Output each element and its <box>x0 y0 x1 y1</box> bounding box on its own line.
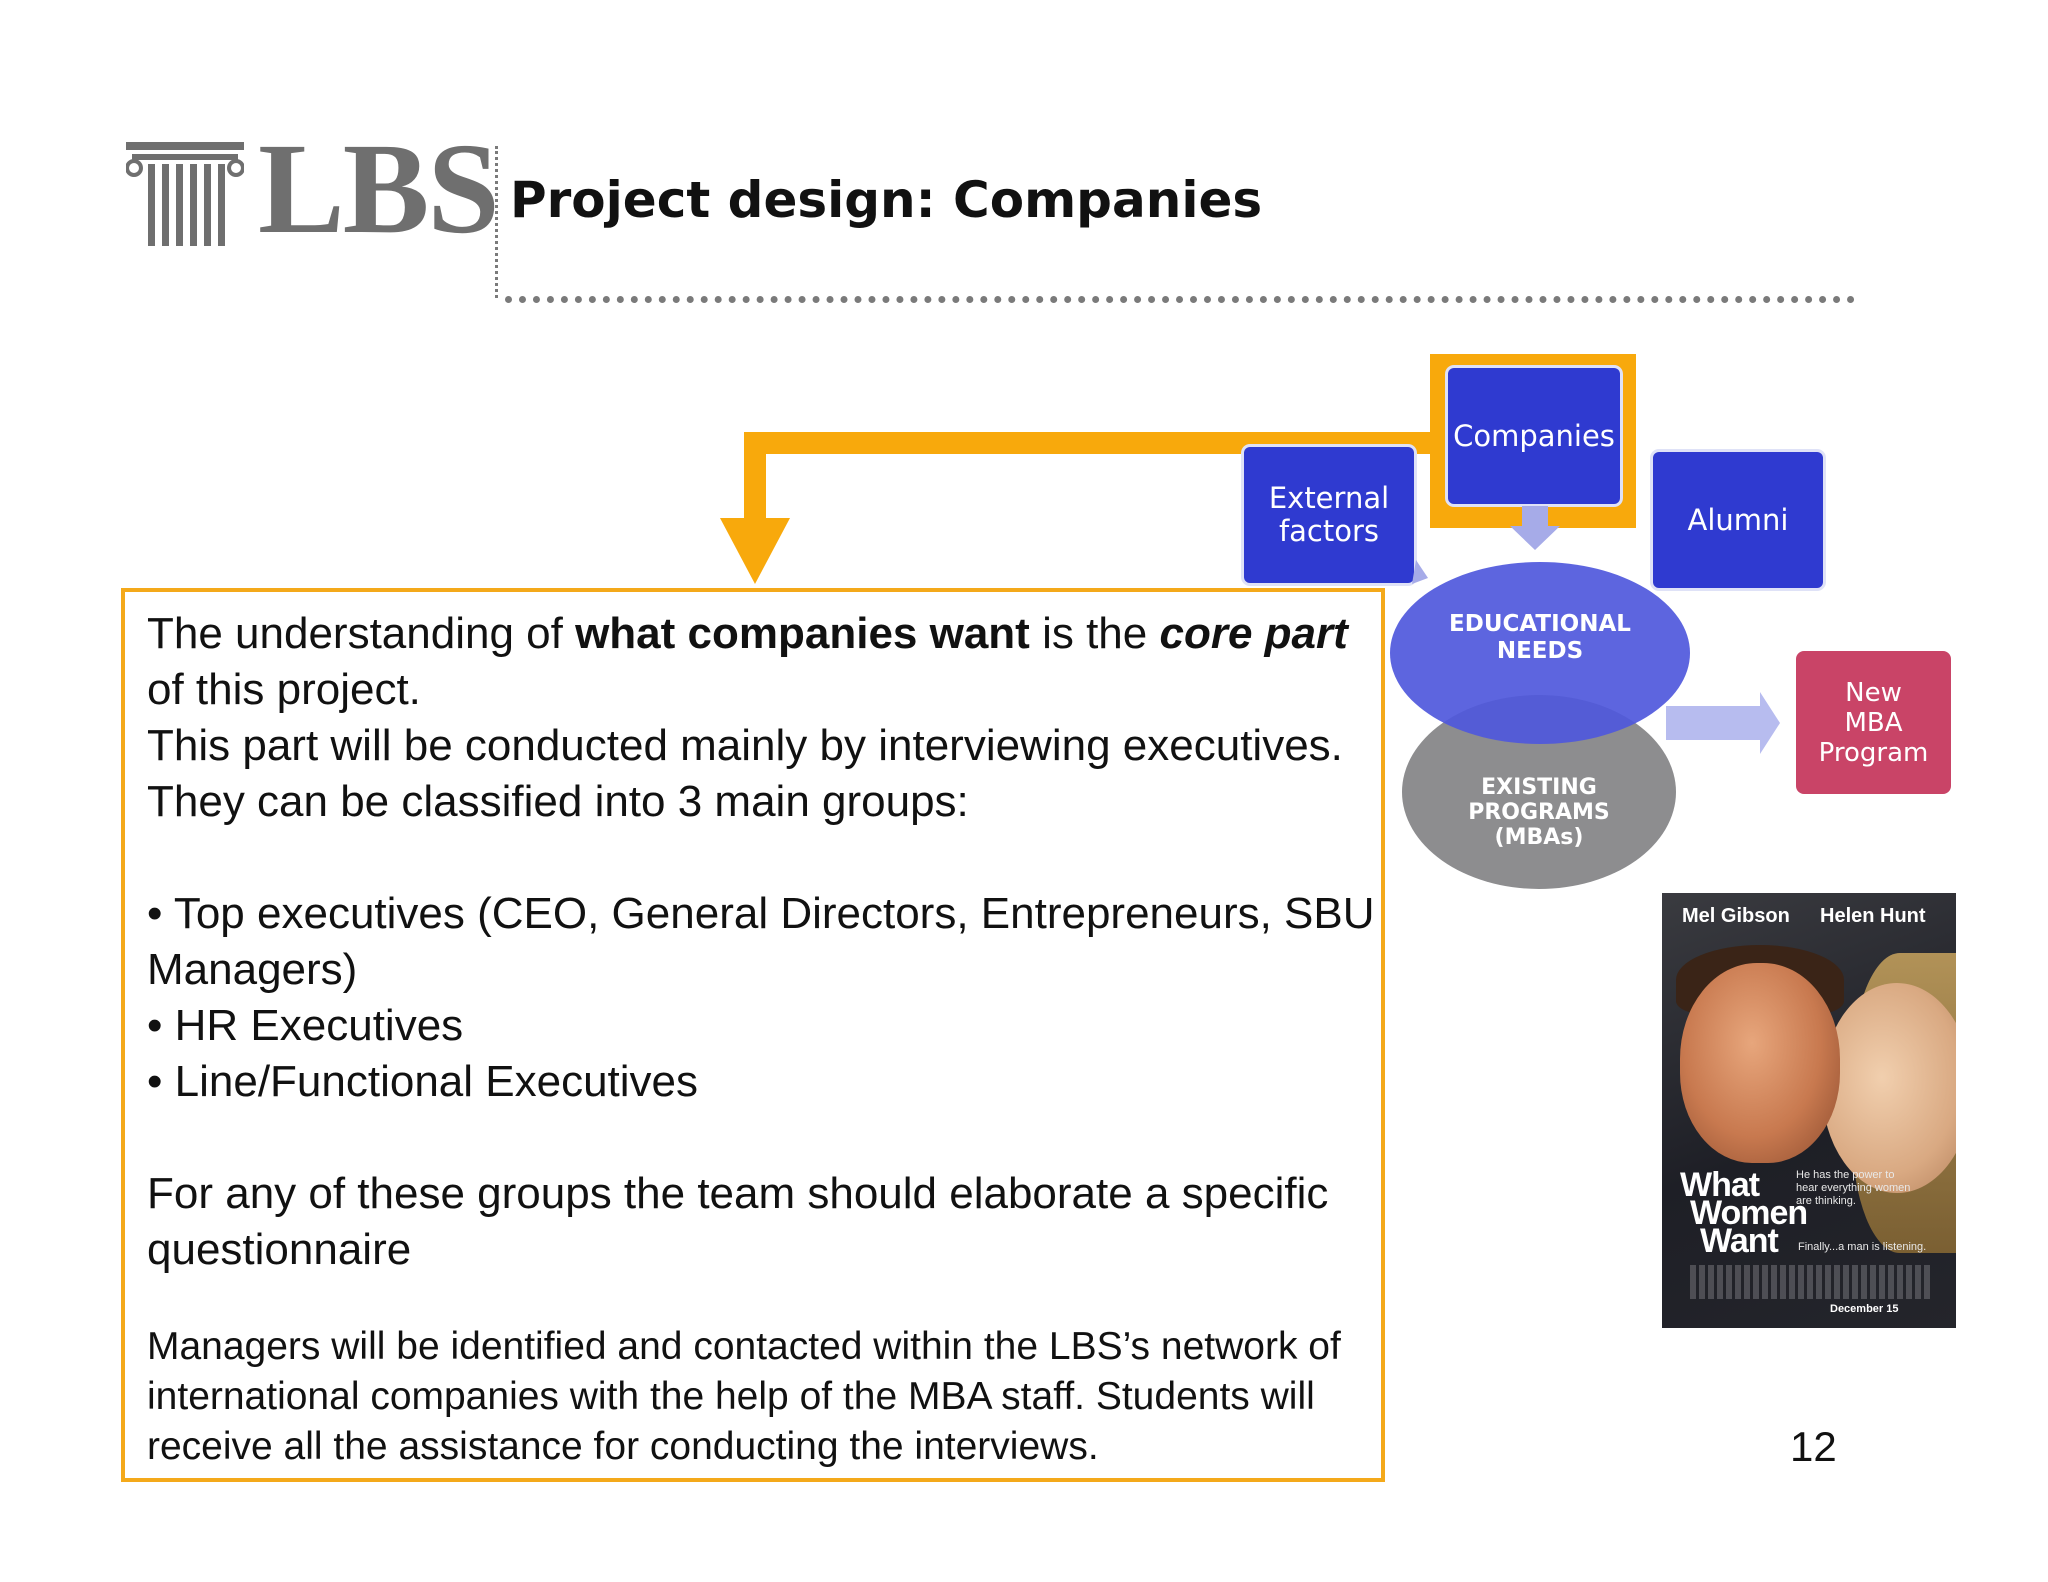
alumni-box: Alumni <box>1653 452 1823 588</box>
header-dotted-rule <box>505 296 1855 303</box>
lbs-logo-text: LBS <box>258 117 500 261</box>
poster-title-line: What <box>1680 1166 1760 1204</box>
poster-face-left <box>1680 963 1840 1163</box>
right-arrow-icon <box>1666 692 1780 754</box>
intro-text-2: is the <box>1029 609 1160 658</box>
poster-title-line: Women <box>1690 1194 1808 1232</box>
diagonal-arrow-icon <box>1412 560 1428 584</box>
questionnaire-paragraph: For any of these groups the team should … <box>147 1169 1329 1274</box>
companies-box: Companies <box>1448 368 1620 504</box>
educational-needs-ellipse: EDUCATIONAL NEEDS <box>1390 562 1690 744</box>
intro-bold-italic-phrase: core part <box>1159 609 1348 658</box>
alumni-label: Alumni <box>1687 502 1789 537</box>
poster-tagline-1: He has the power to hear everything wome… <box>1796 1169 1911 1207</box>
external-factors-label: External factors <box>1268 481 1390 548</box>
bullet-item: • HR Executives <box>147 1001 464 1050</box>
poster-title: What Women Want <box>1680 1166 1808 1260</box>
new-mba-program-label: New MBA Program <box>1818 677 1929 768</box>
movie-poster-image: Mel Gibson Helen Hunt What Women Want He… <box>1662 893 1956 1328</box>
intro-bold-phrase: what companies want <box>575 609 1030 658</box>
page-number: 12 <box>1790 1423 1837 1470</box>
managers-paragraph: Managers will be identified and contacte… <box>147 1325 1341 1468</box>
header-vertical-divider <box>495 146 498 298</box>
down-arrow-icon <box>1510 506 1560 550</box>
poster-title-line: Want <box>1700 1222 1779 1260</box>
page-title: Project design: Companies <box>510 171 1263 229</box>
poster-credits-block <box>1690 1265 1930 1299</box>
new-mba-program-box: New MBA Program <box>1796 651 1951 794</box>
poster-actor-2: Helen Hunt <box>1820 905 1926 927</box>
educational-needs-label: EDUCATIONAL NEEDS <box>1449 611 1631 664</box>
existing-programs-label: EXISTING PROGRAMS (MBAs) <box>1468 774 1610 850</box>
bullet-item: • Line/Functional Executives <box>147 1057 699 1106</box>
poster-tagline-2: Finally...a man is listening. <box>1798 1241 1927 1253</box>
lbs-pillar-logo-icon <box>126 142 244 246</box>
poster-date: December 15 <box>1830 1303 1899 1315</box>
bullet-item: • Top executives (CEO, General Directors… <box>147 889 1375 994</box>
intro-text-1: The understanding of <box>147 609 576 658</box>
main-text-box: The understanding of what companies want… <box>121 588 1385 1482</box>
poster-actor-1: Mel Gibson <box>1682 905 1790 927</box>
poster-face-right <box>1822 983 1956 1193</box>
method-paragraph: This part will be conducted mainly by in… <box>147 721 1343 826</box>
companies-label: Companies <box>1453 418 1615 453</box>
intro-paragraph: The understanding of what companies want… <box>147 606 1377 718</box>
intro-text-3: of this project. <box>147 665 421 714</box>
external-factors-box: External factors <box>1244 447 1414 583</box>
